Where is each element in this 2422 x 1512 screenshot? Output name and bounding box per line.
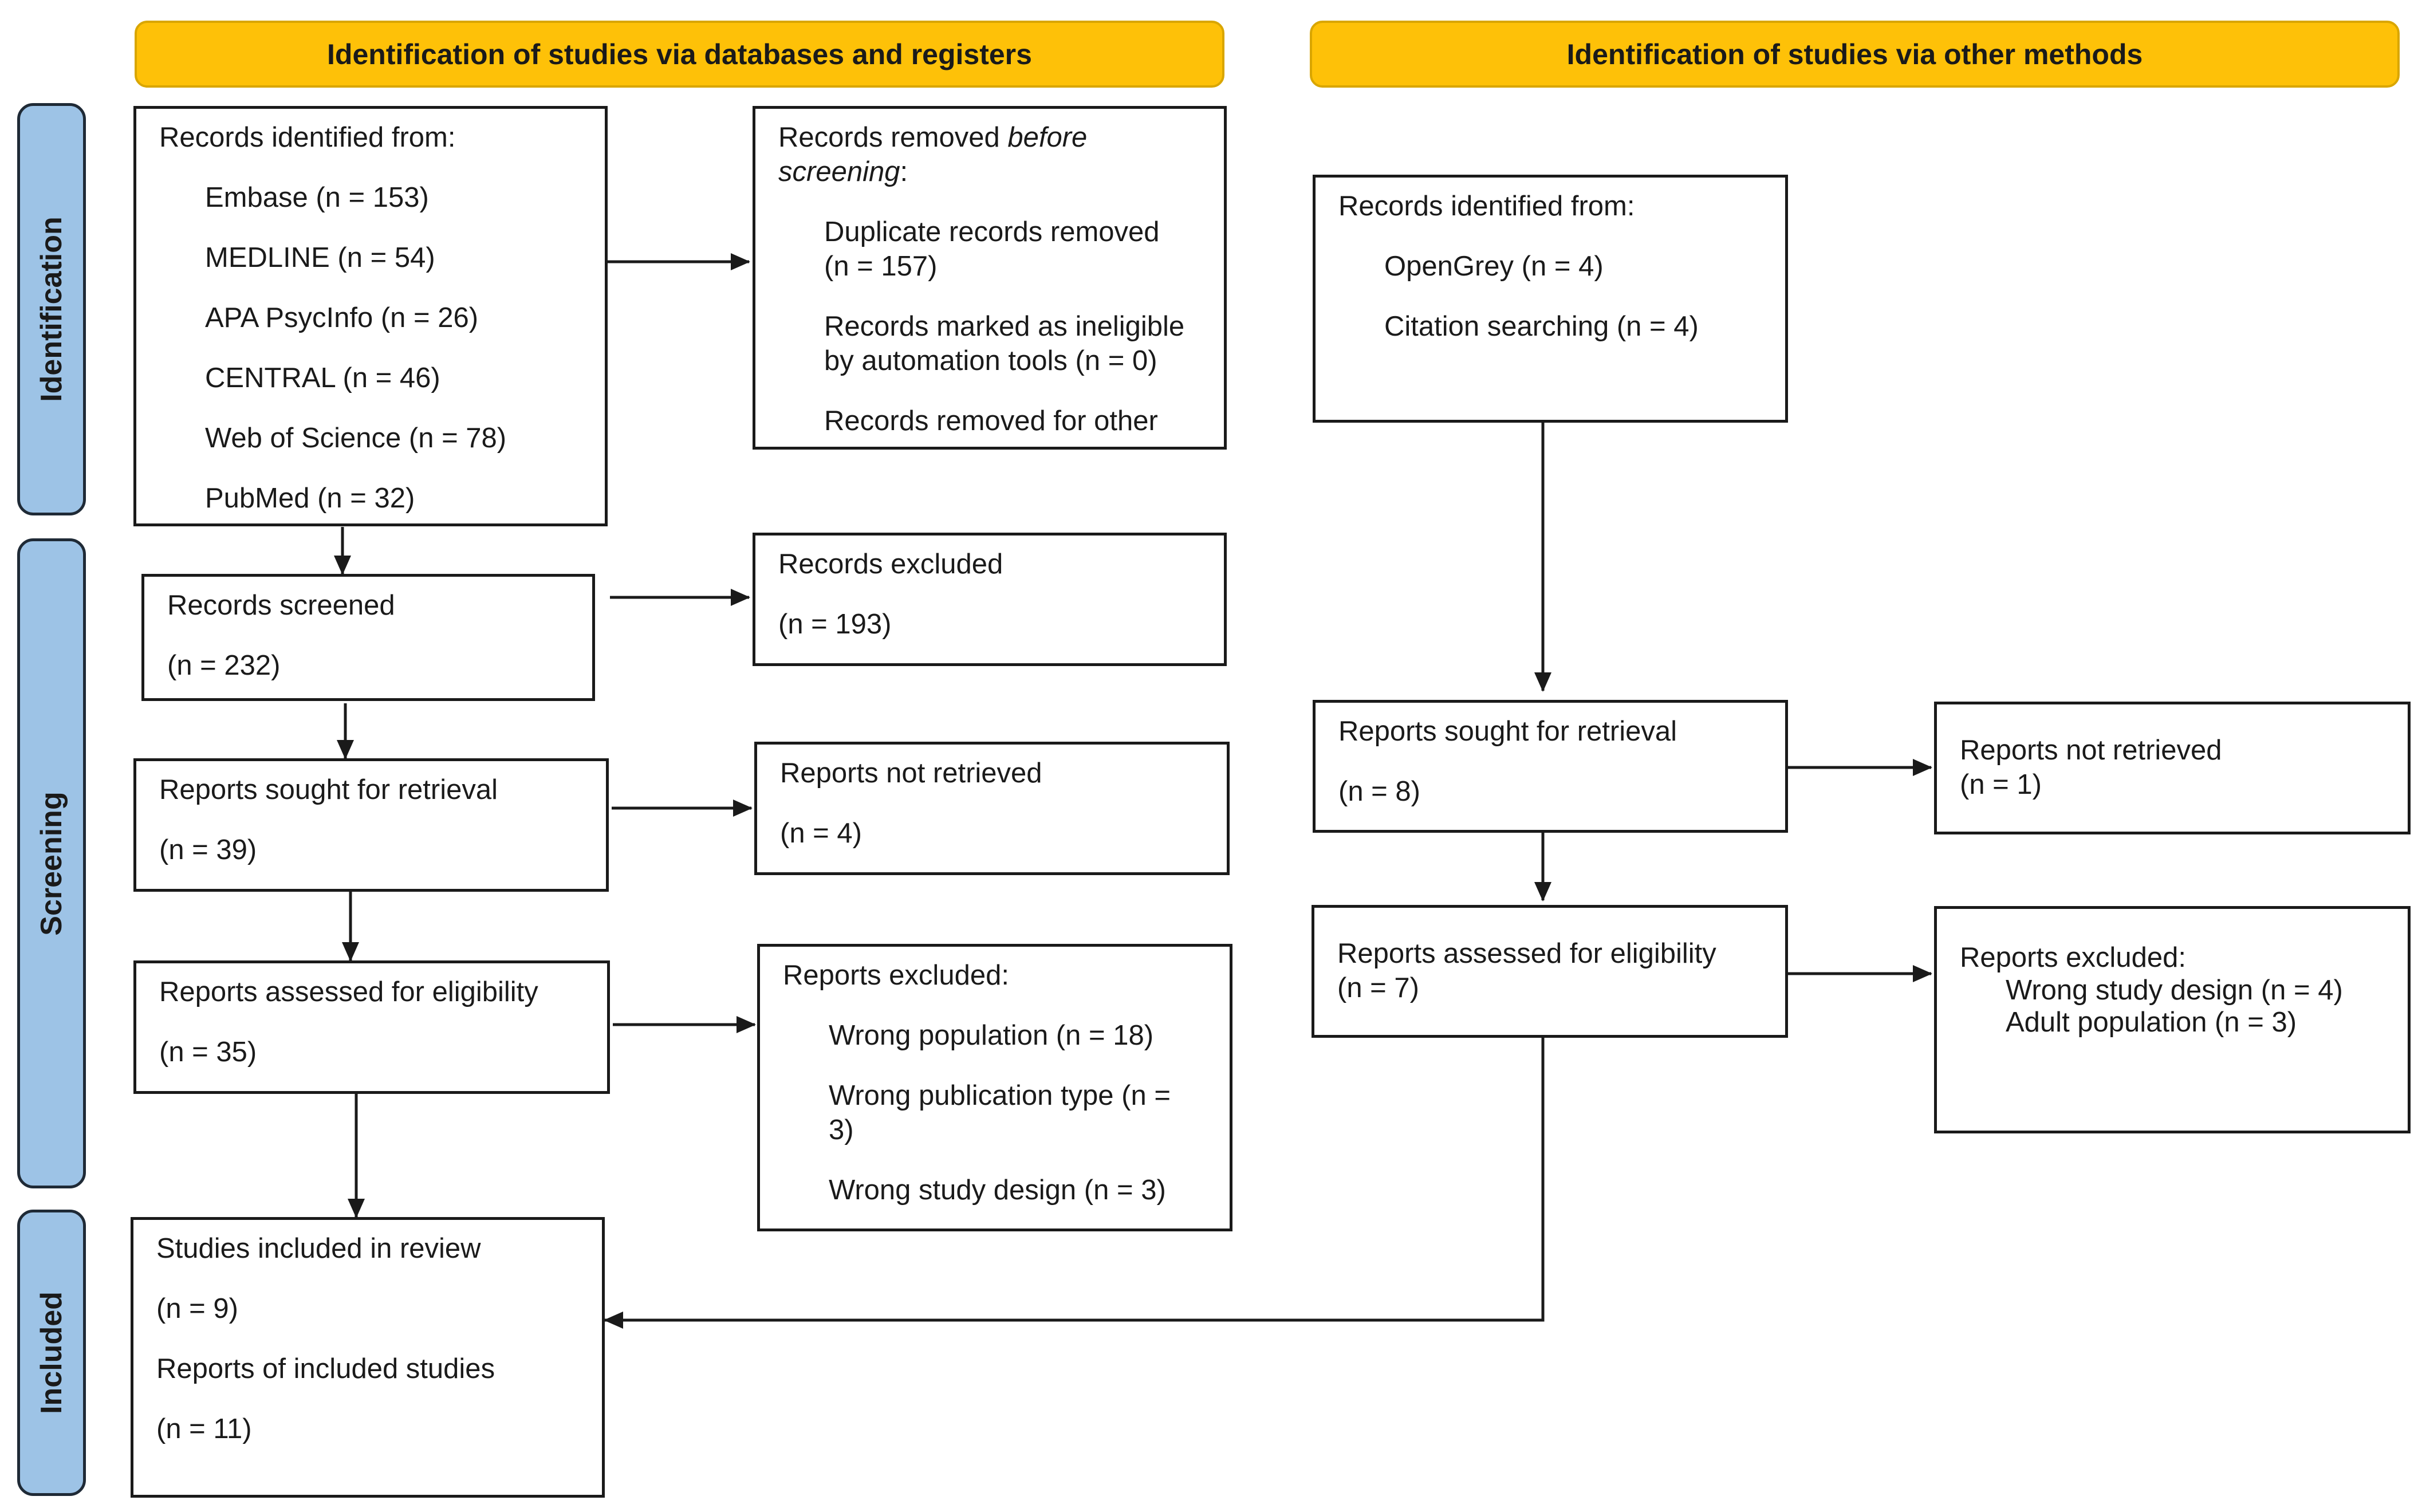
records-removed-title-cont: screening: [778, 156, 908, 187]
phase-identification-label: Identification [35, 216, 68, 402]
phase-included-label: Included [35, 1292, 68, 1414]
phase-screening: Screening [17, 538, 86, 1188]
reports-included-count: (n = 11) [156, 1413, 252, 1444]
records-identified-item: CENTRAL (n = 46) [205, 363, 440, 393]
other-reports-assessed-count: (n = 7) [1337, 972, 1419, 1003]
other-reports-assessed-title: Reports assessed for eligibility [1337, 938, 1716, 969]
records-identified-item: Web of Science (n = 78) [205, 423, 507, 454]
other-records-identified-title: Records identified from: [1338, 191, 1635, 222]
phase-included: Included [17, 1210, 86, 1496]
reports-not-retrieved-title: Reports not retrieved [780, 758, 1042, 789]
records-removed-item: (n = 157) [824, 251, 938, 282]
other-records-identified-box: Records identified from: OpenGrey (n = 4… [1313, 175, 1788, 423]
reports-not-retrieved-box: Reports not retrieved (n = 4) [754, 742, 1230, 875]
other-reports-sought-box: Reports sought for retrieval (n = 8) [1313, 700, 1788, 833]
reports-sought-count: (n = 39) [159, 834, 257, 865]
reports-excluded-item: Wrong population (n = 18) [829, 1020, 1154, 1051]
studies-included-title: Studies included in review [156, 1233, 481, 1264]
records-screened-box: Records screened (n = 232) [141, 574, 595, 701]
other-reports-sought-title: Reports sought for retrieval [1338, 716, 1677, 747]
records-identified-item: Embase (n = 153) [205, 182, 429, 213]
studies-included-count: (n = 9) [156, 1293, 238, 1324]
other-reports-assessed-box: Reports assessed for eligibility (n = 7) [1312, 905, 1788, 1038]
reports-excluded-item: Wrong publication type (n = [829, 1080, 1171, 1111]
header-other-methods: Identification of studies via other meth… [1310, 21, 2400, 88]
reports-excluded-item: Wrong study design (n = 3) [829, 1175, 1166, 1206]
reports-sought-title: Reports sought for retrieval [159, 774, 498, 805]
phase-identification: Identification [17, 103, 86, 515]
records-identified-item: MEDLINE (n = 54) [205, 242, 435, 273]
reports-assessed-title: Reports assessed for eligibility [159, 976, 538, 1007]
records-removed-item: Records removed for other [824, 405, 1158, 436]
phase-screening-label: Screening [35, 791, 68, 936]
reports-excluded-box: Reports excluded: Wrong population (n = … [757, 944, 1232, 1231]
reports-assessed-count: (n = 35) [159, 1037, 257, 1068]
reports-sought-box: Reports sought for retrieval (n = 39) [133, 758, 609, 892]
reports-assessed-box: Reports assessed for eligibility (n = 35… [133, 960, 610, 1094]
reports-excluded-title: Reports excluded: [783, 960, 1009, 991]
records-identified-box: Records identified from: Embase (n = 153… [133, 106, 608, 526]
other-reports-excluded-item: Wrong study design (n = 4) [2006, 975, 2343, 1006]
records-screened-title: Records screened [167, 590, 395, 621]
other-reports-not-retrieved-count: (n = 1) [1960, 769, 2042, 800]
records-screened-count: (n = 232) [167, 650, 281, 681]
records-identified-title: Records identified from: [159, 122, 456, 153]
records-excluded-count: (n = 193) [778, 609, 892, 640]
other-reports-not-retrieved-title: Reports not retrieved [1960, 735, 2222, 766]
reports-excluded-item: 3) [829, 1115, 854, 1145]
other-records-identified-item: Citation searching (n = 4) [1384, 311, 1699, 342]
reports-not-retrieved-count: (n = 4) [780, 818, 862, 849]
other-reports-sought-count: (n = 8) [1338, 776, 1420, 807]
records-excluded-box: Records excluded (n = 193) [753, 533, 1227, 666]
other-reports-excluded-box: Reports excluded: Wrong study design (n … [1934, 906, 2411, 1133]
records-removed-item: Duplicate records removed [824, 216, 1160, 247]
records-excluded-title: Records excluded [778, 549, 1003, 580]
records-removed-item: Records marked as ineligible [824, 311, 1185, 342]
records-removed-title: Records removed before [778, 122, 1088, 153]
other-reports-excluded-title: Reports excluded: [1960, 942, 2186, 973]
other-records-identified-item: OpenGrey (n = 4) [1384, 251, 1604, 282]
header-databases: Identification of studies via databases … [135, 21, 1224, 88]
records-removed-box: Records removed before screening: Duplic… [753, 106, 1227, 450]
records-identified-item: PubMed (n = 32) [205, 483, 415, 514]
records-removed-item: by automation tools (n = 0) [824, 345, 1157, 376]
studies-included-box: Studies included in review (n = 9) Repor… [131, 1217, 605, 1498]
other-reports-excluded-item: Adult population (n = 3) [2006, 1007, 2297, 1038]
reports-included-title: Reports of included studies [156, 1353, 495, 1384]
other-reports-not-retrieved-box: Reports not retrieved (n = 1) [1934, 702, 2411, 834]
arrow-other-assessed-to-included [604, 1038, 1545, 1329]
records-identified-item: APA PsycInfo (n = 26) [205, 302, 479, 333]
